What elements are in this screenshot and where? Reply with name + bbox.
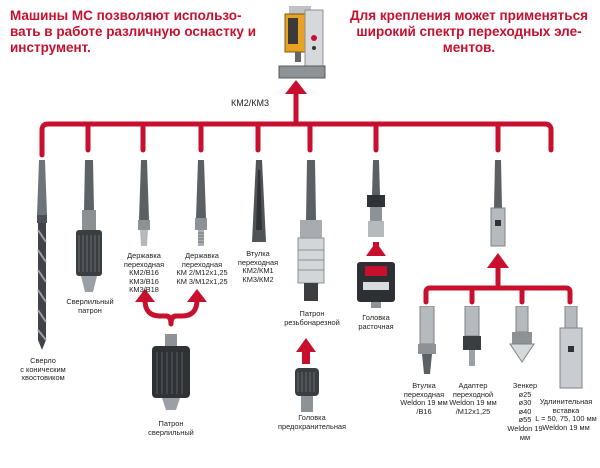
countersink-label: Зенкер ø25 ø30 ø40 ø55 Weldon 19 мм bbox=[507, 381, 543, 442]
main-arrow bbox=[285, 80, 307, 94]
boring-head-image bbox=[357, 262, 395, 308]
drill-chuck-label: Сверлильный патрон bbox=[66, 297, 114, 315]
holder-m12-label: Державка переходная КМ 2/М12х1,25 КМ 3/М… bbox=[176, 251, 228, 286]
tapping-chuck-label: Патрон резьбонарезной bbox=[284, 309, 340, 327]
boring-arbor-image bbox=[367, 160, 385, 237]
drill-chuck-with-taper-image bbox=[76, 160, 102, 292]
drill-chuck-b-label: Патрон сверлильный bbox=[148, 419, 194, 437]
holder-b16-label: Державка переходная КМ2/В16 КМ3/В16 КМ3/… bbox=[123, 251, 165, 295]
taper-sleeve-image bbox=[252, 160, 266, 242]
countersink-image bbox=[509, 306, 535, 363]
weldon-adapter-label: Адаптер переходной Weldon 19 мм /М12х1,2… bbox=[449, 381, 497, 416]
drill-label: Сверло с коническим хвостовиком bbox=[20, 356, 66, 383]
tapping-chuck-image bbox=[297, 160, 325, 301]
main-bus-line bbox=[39, 121, 554, 158]
weldon-adapter-image bbox=[463, 306, 481, 366]
taper-sleeve-label: Втулка переходная КМ2/КМ1 КМ3/КМ2 bbox=[237, 249, 279, 284]
magnetic-drill-machine-image bbox=[278, 6, 326, 79]
holder-b16-image bbox=[138, 160, 150, 246]
drill-chuck-b16-image bbox=[152, 334, 190, 410]
brace-connector bbox=[142, 297, 200, 327]
taper-shank-drill-image bbox=[37, 160, 47, 350]
holder-m12-image bbox=[195, 160, 207, 246]
safety-head-image bbox=[295, 368, 319, 412]
boring-head-label: Головка расточная bbox=[358, 313, 394, 331]
safety-head-label: Головка предохранительная bbox=[277, 413, 347, 431]
intro-text-left: Машины МС позволяют использо- вать в раб… bbox=[10, 8, 256, 55]
weldon-adapter-top-image bbox=[490, 160, 506, 247]
weldon-sleeve-label: Втулка переходная Weldon 19 мм /В16 bbox=[400, 381, 448, 416]
extension-insert-label: Удлинительная вставка L = 50, 75, 100 мм… bbox=[535, 397, 597, 432]
intro-text-right: Для крепления может применяться широкий … bbox=[350, 8, 588, 55]
extension-insert-image bbox=[559, 306, 583, 389]
mount-taper-label: КМ2/КМ3 bbox=[231, 98, 269, 108]
weldon-sleeve-image bbox=[418, 306, 436, 374]
